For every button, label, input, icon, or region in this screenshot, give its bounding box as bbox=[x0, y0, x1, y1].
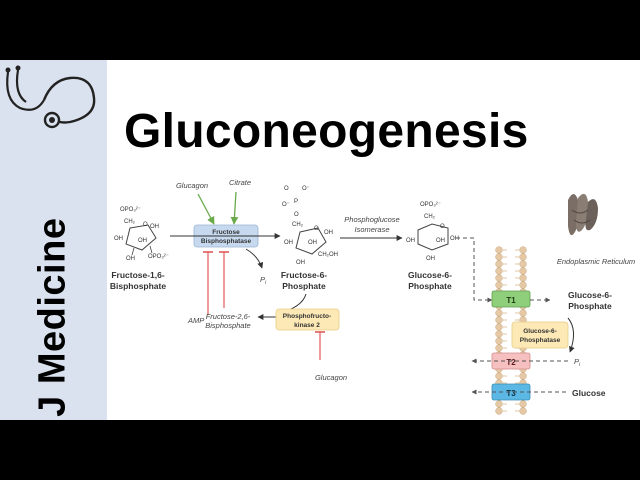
f26bp-label-2: Bisphosphate bbox=[205, 321, 250, 330]
chem-label: OH bbox=[406, 238, 415, 244]
g6pase-label-1: Glucose-6- bbox=[523, 328, 557, 335]
lipid-head bbox=[519, 246, 527, 254]
f26bp-label-1: Fructose-2,6- bbox=[206, 312, 251, 321]
chem-label: O⁻ bbox=[302, 186, 310, 192]
lipid-head bbox=[495, 246, 503, 254]
pfk2-box: Phosphofructo- kinase 2 bbox=[275, 308, 340, 331]
lipid-head bbox=[495, 407, 503, 415]
fructose-6-phosphate-structure: O O⁻ P O⁻ O CH₂ O OH OH OH OH CH₂OH bbox=[282, 186, 338, 266]
chem-label: OH bbox=[284, 240, 293, 246]
lipid-head bbox=[495, 344, 503, 352]
pfk2-label-2: kinase 2 bbox=[294, 322, 320, 329]
chem-label: OH bbox=[324, 230, 333, 236]
chem-label: CH₂OH bbox=[318, 252, 338, 258]
g6pase-label-2: Phosphatase bbox=[520, 337, 561, 344]
chem-label: OH bbox=[436, 238, 445, 244]
endoplasmic-reticulum-icon bbox=[568, 193, 598, 236]
lipid-head bbox=[495, 400, 503, 408]
chem-label: O bbox=[440, 224, 445, 230]
fbpase-label-2: Bisphosphatase bbox=[201, 238, 252, 245]
citrate-label: Citrate bbox=[229, 178, 251, 187]
pathway-diagram: OPO₃²⁻ CH₂ O OH OH OH OH OPO₃²⁻ Fructose… bbox=[110, 178, 635, 415]
lipid-head bbox=[519, 274, 527, 282]
fbpase-label-1: Fructose bbox=[212, 229, 240, 236]
chem-label: OPO₃²⁻ bbox=[148, 254, 169, 260]
fructose-16-bisphosphate-label-1: Fructose-1,6- bbox=[111, 270, 165, 280]
pi-label-2: Pi bbox=[574, 357, 581, 368]
g6pase-reaction-arrow bbox=[567, 317, 575, 353]
page-title: Gluconeogenesis bbox=[124, 105, 529, 158]
chem-label: OH bbox=[150, 224, 159, 230]
lipid-head bbox=[519, 260, 527, 268]
er-label: Endoplasmic Reticulum bbox=[557, 257, 635, 266]
lipid-head bbox=[519, 400, 527, 408]
citrate-activation-arrow bbox=[230, 191, 239, 225]
slide: JJ Medicine Gluconeogenesis OPO₃²⁻ CH₂ O… bbox=[0, 60, 640, 420]
lipid-head bbox=[519, 372, 527, 380]
fructose-16-bisphosphate-structure: OPO₃²⁻ CH₂ O OH OH OH OH OPO₃²⁻ bbox=[114, 207, 169, 262]
lipid-head bbox=[519, 281, 527, 289]
lipid-head bbox=[495, 323, 503, 331]
chem-label: OH bbox=[114, 236, 123, 242]
lipid-head bbox=[519, 309, 527, 317]
g6pase-box: Glucose-6- Phosphatase bbox=[511, 321, 569, 349]
g6p-er-label-2: Phosphate bbox=[568, 301, 612, 311]
fructose-6-phosphate-label-1: Fructose-6- bbox=[281, 270, 327, 280]
amp-label: AMP bbox=[187, 316, 204, 325]
chem-label: O bbox=[314, 226, 319, 232]
lipid-head bbox=[519, 407, 527, 415]
glucagon-activation-arrow bbox=[197, 193, 215, 225]
chem-label: OH bbox=[308, 240, 317, 246]
lipid-head bbox=[495, 260, 503, 268]
chem-label: OPO₃²⁻ bbox=[420, 202, 441, 208]
chem-label: P bbox=[294, 199, 298, 205]
chem-label: OPO₃²⁻ bbox=[120, 207, 141, 213]
glucose-6-phosphate-label-1: Glucose-6- bbox=[408, 270, 452, 280]
lipid-head bbox=[495, 253, 503, 261]
t2-label: T2 bbox=[506, 358, 516, 367]
lipid-head bbox=[495, 372, 503, 380]
chem-label: OH bbox=[296, 260, 305, 266]
lipid-head bbox=[495, 337, 503, 345]
chem-label: CH₂ bbox=[424, 214, 436, 220]
glucagon-inhibitor-label: Glucagon bbox=[315, 373, 347, 382]
lipid-head bbox=[495, 330, 503, 338]
lipid-head bbox=[495, 309, 503, 317]
fructose-16-bisphosphate-label-2: Bisphosphate bbox=[110, 281, 166, 291]
glucose-6-phosphate-structure: OPO₃²⁻ CH₂ O OH OH OH OH bbox=[406, 202, 459, 262]
glucose-label: Glucose bbox=[572, 388, 606, 398]
chem-label: CH₂ bbox=[292, 222, 304, 228]
chem-label: OH bbox=[126, 256, 135, 262]
chem-label: O bbox=[294, 212, 299, 218]
g6p-er-label-1: Glucose-6- bbox=[568, 290, 612, 300]
lipid-head bbox=[495, 316, 503, 324]
lipid-head bbox=[519, 267, 527, 275]
chem-label: OH bbox=[426, 256, 435, 262]
t1-transporter: T1 bbox=[491, 290, 531, 308]
lipid-head bbox=[495, 267, 503, 275]
glucose-6-phosphate-label-2: Phosphate bbox=[408, 281, 452, 291]
sidebar: JJ Medicine bbox=[0, 60, 107, 420]
pi-release-arrow bbox=[245, 248, 264, 269]
pi-label-1: Pi bbox=[260, 275, 267, 286]
glucagon-activator-label: Glucagon bbox=[176, 181, 208, 190]
lipid-head bbox=[495, 274, 503, 282]
lipid-head bbox=[495, 281, 503, 289]
stethoscope-icon bbox=[5, 65, 96, 129]
isomerase-label-2: Isomerase bbox=[354, 225, 389, 234]
t3-label: T3 bbox=[506, 389, 516, 398]
pfk2-label-1: Phosphofructo- bbox=[283, 313, 331, 320]
chem-label: OH bbox=[450, 236, 459, 242]
isomerase-label-1: Phosphoglucose bbox=[344, 215, 399, 224]
g6p-transport-path bbox=[456, 237, 493, 303]
chem-label: OH bbox=[138, 238, 147, 244]
t3-transporter: T3 bbox=[491, 383, 531, 401]
chem-label: CH₂ bbox=[124, 219, 136, 225]
chem-label: O⁻ bbox=[282, 202, 290, 208]
fructose-6-phosphate-label-2: Phosphate bbox=[282, 281, 326, 291]
lipid-head bbox=[519, 253, 527, 261]
chem-label: O bbox=[284, 186, 289, 192]
chem-label: O bbox=[143, 222, 148, 228]
t1-label: T1 bbox=[506, 296, 516, 305]
